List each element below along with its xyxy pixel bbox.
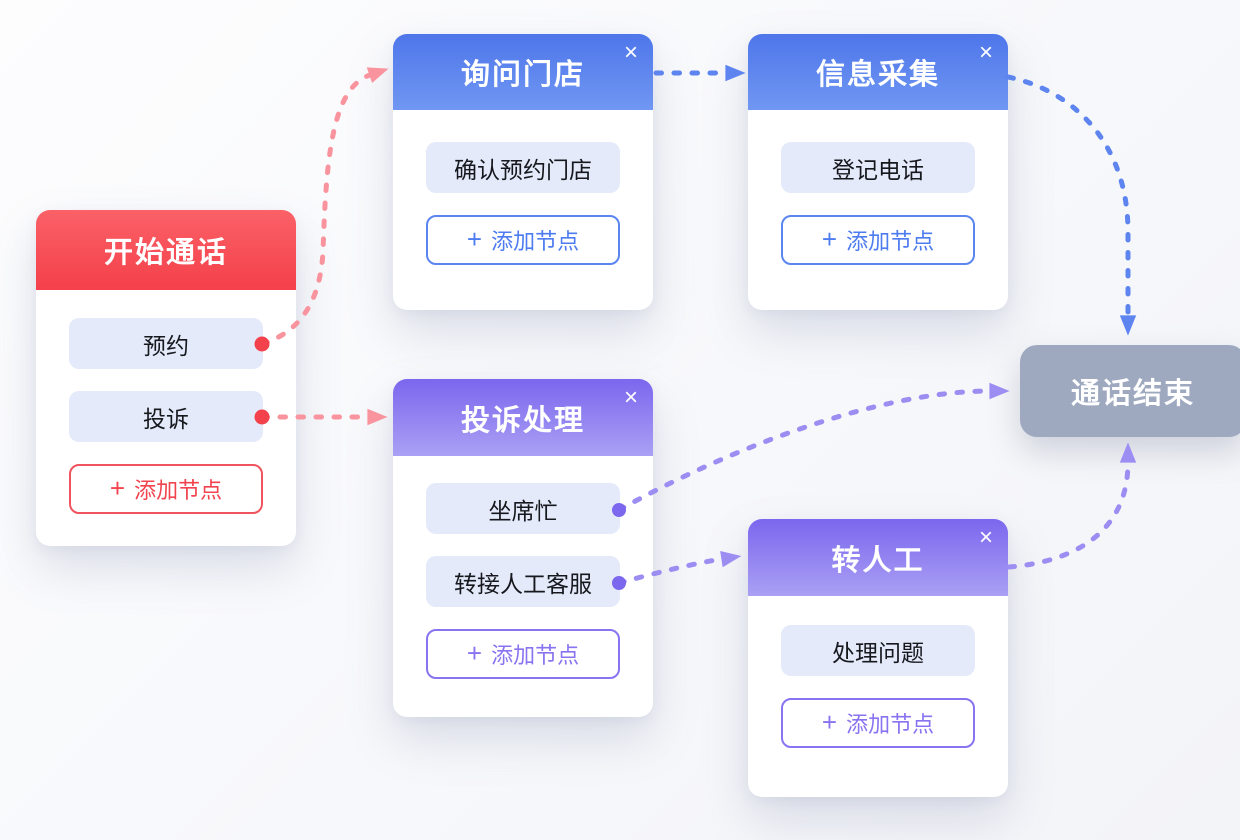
close-icon[interactable]: × bbox=[623, 384, 638, 411]
node-to-human[interactable]: 转人工 × 处理问题 + 添加节点 bbox=[748, 519, 1008, 797]
node-ask-store-body: 确认预约门店 + 添加节点 bbox=[393, 110, 653, 265]
node-title: 通话结束 bbox=[1070, 378, 1195, 410]
item-register-phone[interactable]: 登记电话 bbox=[781, 142, 975, 193]
add-node-label: 添加节点 bbox=[846, 229, 935, 254]
node-title: 询问门店 bbox=[460, 59, 585, 91]
edge-agent-busy-to-end[interactable] bbox=[616, 382, 1010, 513]
item-yuyue[interactable]: 预约 bbox=[69, 318, 263, 369]
plus-icon: + bbox=[821, 224, 838, 254]
add-node-label: 添加节点 bbox=[491, 643, 580, 668]
node-start-call[interactable]: 开始通话 预约 投诉 + 添加节点 bbox=[36, 210, 296, 546]
add-node-button[interactable]: + 添加节点 bbox=[781, 698, 975, 748]
add-node-label: 添加节点 bbox=[491, 229, 580, 254]
item-confirm-store[interactable]: 确认预约门店 bbox=[426, 142, 620, 193]
add-node-button[interactable]: + 添加节点 bbox=[426, 215, 620, 265]
node-collect-info-header[interactable]: 信息采集 × bbox=[748, 34, 1008, 110]
item-agent-busy[interactable]: 坐席忙 bbox=[426, 483, 620, 534]
node-ask-store-header[interactable]: 询问门店 × bbox=[393, 34, 653, 110]
node-complaint-handling[interactable]: 投诉处理 × 坐席忙 转接人工客服 + 添加节点 bbox=[393, 379, 653, 717]
plus-icon: + bbox=[821, 707, 838, 737]
close-icon[interactable]: × bbox=[978, 524, 993, 551]
node-to-human-body: 处理问题 + 添加节点 bbox=[748, 596, 1008, 748]
node-complaint-handling-body: 坐席忙 转接人工客服 + 添加节点 bbox=[393, 456, 653, 679]
plus-icon: + bbox=[466, 224, 483, 254]
add-node-button[interactable]: + 添加节点 bbox=[781, 215, 975, 265]
item-transfer-agent[interactable]: 转接人工客服 bbox=[426, 556, 620, 607]
add-node-label: 添加节点 bbox=[134, 478, 223, 503]
item-tousu[interactable]: 投诉 bbox=[69, 391, 263, 442]
node-ask-store[interactable]: 询问门店 × 确认预约门店 + 添加节点 bbox=[393, 34, 653, 310]
plus-icon: + bbox=[109, 473, 126, 503]
node-title: 开始通话 bbox=[103, 237, 228, 269]
edge-human-to-end[interactable] bbox=[1006, 442, 1137, 570]
add-node-button[interactable]: + 添加节点 bbox=[69, 464, 263, 514]
add-node-label: 添加节点 bbox=[846, 712, 935, 737]
plus-icon: + bbox=[466, 638, 483, 668]
node-title: 投诉处理 bbox=[460, 404, 585, 437]
node-title: 信息采集 bbox=[815, 59, 940, 91]
item-handle-issue[interactable]: 处理问题 bbox=[781, 625, 975, 676]
node-start-call-header[interactable]: 开始通话 bbox=[36, 210, 296, 290]
node-title: 转人工 bbox=[831, 544, 925, 577]
add-node-button[interactable]: + 添加节点 bbox=[426, 629, 620, 679]
node-complaint-handling-header[interactable]: 投诉处理 × bbox=[393, 379, 653, 456]
edge-collect-info-to-end[interactable] bbox=[1005, 74, 1137, 336]
close-icon[interactable]: × bbox=[623, 39, 638, 66]
node-call-end[interactable]: 通话结束 bbox=[1020, 345, 1240, 437]
node-to-human-header[interactable]: 转人工 × bbox=[748, 519, 1008, 596]
node-collect-info-body: 登记电话 + 添加节点 bbox=[748, 110, 1008, 265]
node-start-call-body: 预约 投诉 + 添加节点 bbox=[36, 290, 296, 514]
close-icon[interactable]: × bbox=[978, 39, 993, 66]
node-collect-info[interactable]: 信息采集 × 登记电话 + 添加节点 bbox=[748, 34, 1008, 310]
